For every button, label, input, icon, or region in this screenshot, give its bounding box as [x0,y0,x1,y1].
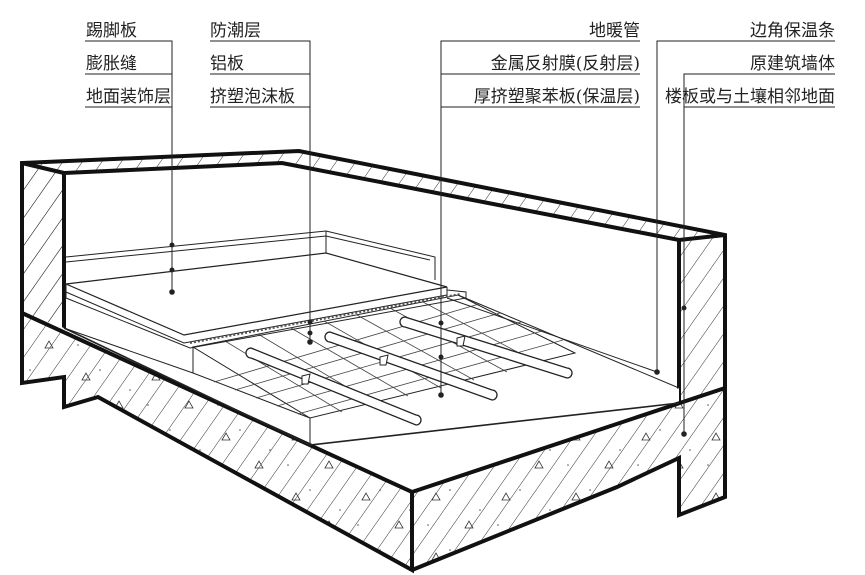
floor-finish-layers [63,230,658,373]
label-xps-foam-board: 挤塑泡沫板 [210,87,295,107]
label-expansion-joint: 膨胀缝 [86,54,137,74]
label-moisture-barrier: 防潮层 [210,21,261,41]
leader-lines [85,40,835,437]
label-aluminum-plate: 铝板 [210,54,244,74]
label-insulation-board: 厚挤塑聚苯板(保温层) [474,87,640,107]
label-original-wall: 原建筑墙体 [750,54,835,74]
label-floor-finish: 地面装饰层 [86,87,171,107]
label-baseboard: 踢脚板 [86,21,137,41]
label-edge-insulation-strip: 边角保温条 [750,21,835,41]
label-reflective-film: 金属反射膜(反射层) [491,54,640,74]
original-wall [20,148,727,403]
label-floor-slab: 楼板或与土壤相邻地面 [665,86,835,107]
heating-pipes [245,316,573,426]
floor-slab [20,311,727,574]
label-heating-pipe: 地暖管 [589,21,640,41]
